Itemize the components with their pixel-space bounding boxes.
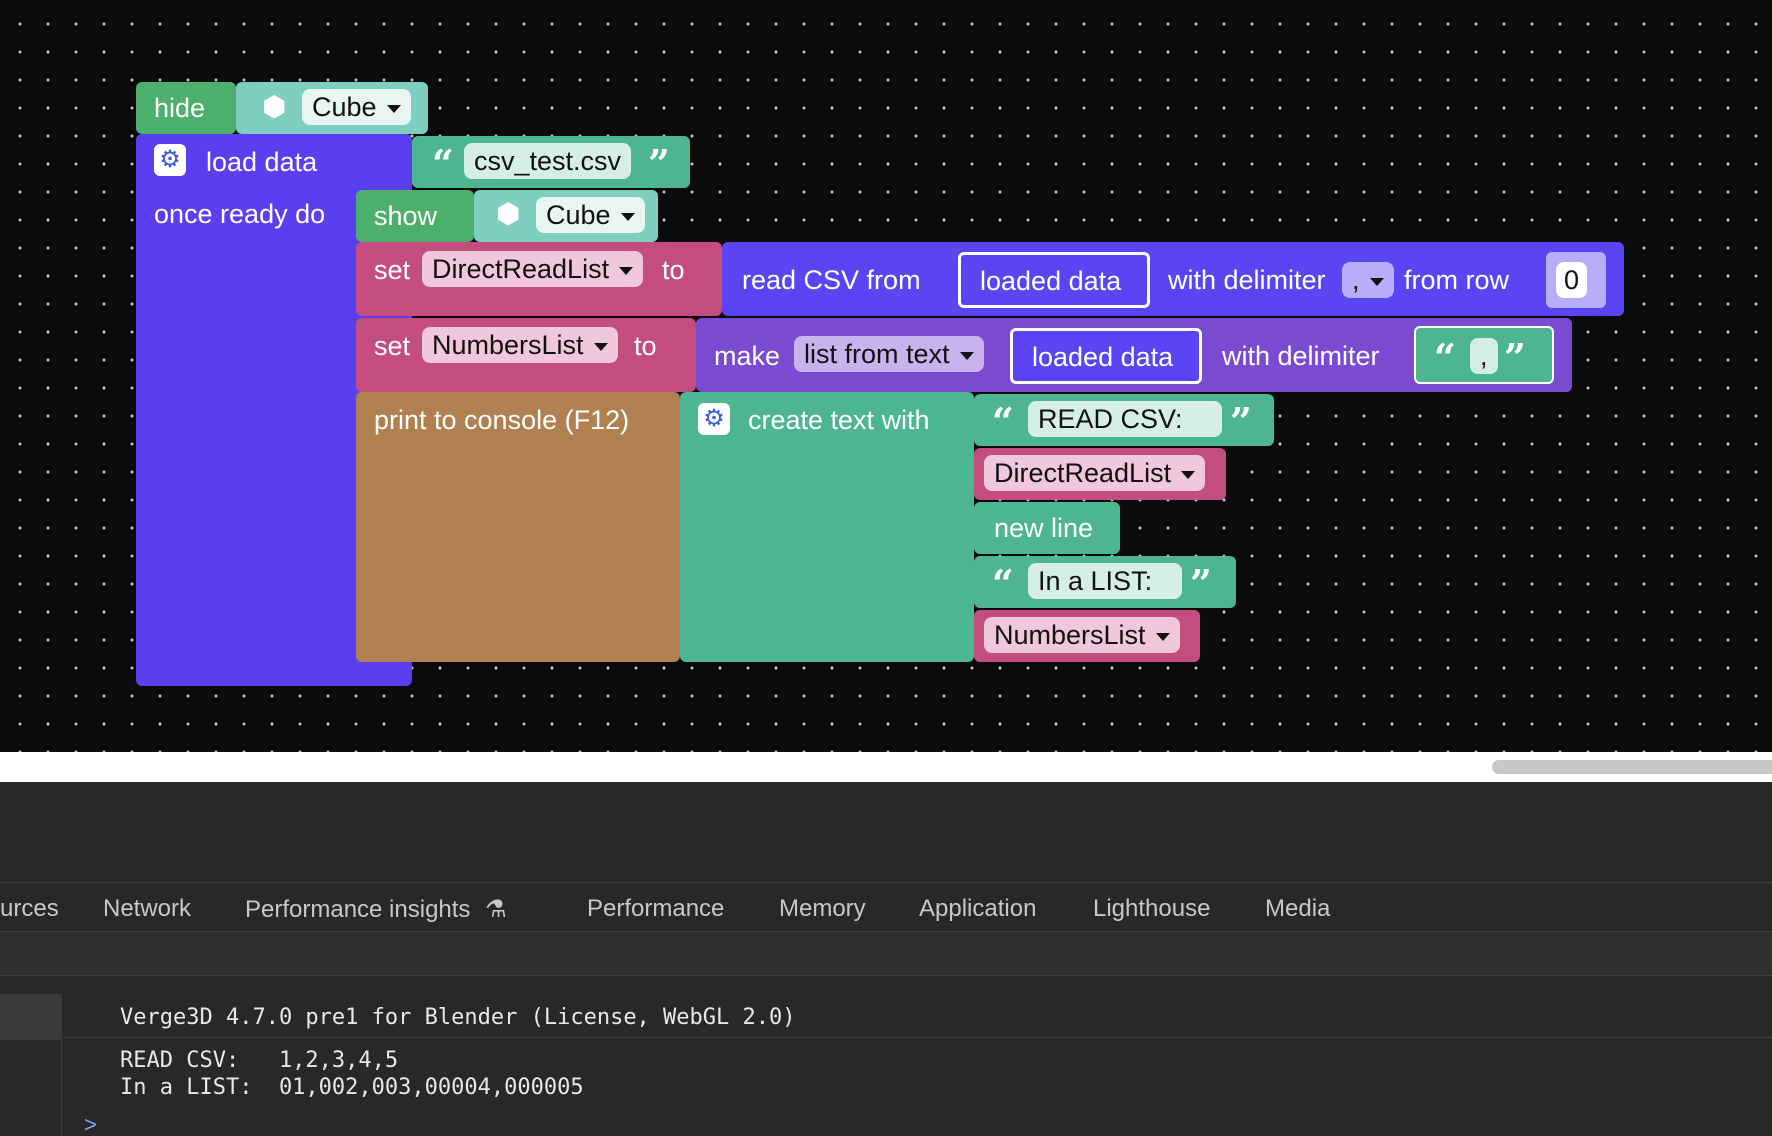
load-data-label: load data <box>206 147 318 177</box>
loaded-data-block[interactable] <box>1010 328 1202 384</box>
to-label: to <box>662 255 685 285</box>
console-divider <box>62 1037 1772 1038</box>
devtools-panel: urces Network Performance insights ⚗ Per… <box>0 782 1772 1136</box>
print-console-block[interactable] <box>356 392 680 662</box>
console-toolbar <box>0 932 1772 976</box>
tab-performance-insights-label: Performance insights <box>245 896 471 923</box>
in-a-list-text-field[interactable]: In a LIST: <box>1028 563 1182 599</box>
devtools-tab-bar: urces Network Performance insights ⚗ Per… <box>0 882 1772 932</box>
console-prompt-icon[interactable]: > <box>84 1112 97 1136</box>
print-console-label: print to console (F12) <box>374 405 630 435</box>
cube-icon: ⬢ <box>262 91 287 122</box>
open-quote: “ <box>992 399 1014 444</box>
read-csv-text-field[interactable]: READ CSV: <box>1028 401 1222 437</box>
console-message: In a LIST: 01,002,003,00004,000005 <box>120 1075 584 1100</box>
tab-sources[interactable]: urces <box>0 895 59 922</box>
console-sidebar <box>0 994 62 1136</box>
directreadlist-var-dropdown[interactable]: DirectReadList <box>422 251 644 287</box>
gear-icon[interactable]: ⚙ <box>154 144 186 176</box>
make-label: make <box>714 341 781 371</box>
close-quote: ” <box>1504 335 1526 380</box>
tab-memory[interactable]: Memory <box>779 895 866 922</box>
directreadlist-get-dropdown[interactable]: DirectReadList <box>984 455 1206 491</box>
cube-icon: ⬢ <box>496 198 521 229</box>
delimiter-field[interactable]: , <box>1470 338 1498 374</box>
with-delimiter-label: with delimiter <box>1222 341 1380 371</box>
tab-performance-insights[interactable]: Performance insights ⚗ <box>245 895 507 924</box>
show-block[interactable] <box>356 190 474 242</box>
hide-block-label: hide <box>154 93 206 123</box>
numberslist-get-dropdown[interactable]: NumbersList <box>984 617 1180 653</box>
to-label: to <box>634 331 657 361</box>
blockly-workspace[interactable]: hide ⬢ Cube ⚙ load data once ready do “ … <box>0 0 1772 752</box>
loaded-data-block[interactable] <box>958 252 1150 308</box>
list-mode-dropdown[interactable]: list from text <box>794 336 984 372</box>
numberslist-var-dropdown[interactable]: NumbersList <box>422 327 618 363</box>
loaded-data-label: loaded data <box>980 266 1122 296</box>
create-text-block[interactable] <box>680 392 974 662</box>
show-object-dropdown[interactable]: Cube <box>536 197 645 233</box>
set-label: set <box>374 255 411 285</box>
close-quote: ” <box>1190 561 1212 606</box>
row-number-field[interactable]: 0 <box>1556 262 1588 298</box>
open-quote: “ <box>432 141 454 186</box>
read-csv-label: read CSV from <box>742 265 921 295</box>
tab-application[interactable]: Application <box>919 895 1037 922</box>
hide-block[interactable] <box>136 82 236 134</box>
close-quote: ” <box>648 141 670 186</box>
console-message: Verge3D 4.7.0 pre1 for Blender (License,… <box>120 1005 796 1030</box>
hide-object-dropdown[interactable]: Cube <box>302 89 411 125</box>
scrollbar-thumb[interactable] <box>1492 760 1772 774</box>
close-quote: ” <box>1230 399 1252 444</box>
read-csv-block[interactable] <box>722 242 1624 316</box>
flask-icon: ⚗ <box>485 896 507 923</box>
tab-lighthouse[interactable]: Lighthouse <box>1093 895 1211 922</box>
with-delimiter-label: with delimiter <box>1168 265 1326 295</box>
tab-performance[interactable]: Performance <box>587 895 725 922</box>
delimiter-dropdown[interactable]: , <box>1342 262 1394 298</box>
console-message: READ CSV: 1,2,3,4,5 <box>120 1048 399 1073</box>
gear-icon[interactable]: ⚙ <box>698 403 730 435</box>
show-block-label: show <box>374 201 438 231</box>
filename-field[interactable]: csv_test.csv <box>464 143 632 179</box>
open-quote: “ <box>992 561 1014 606</box>
loaded-data-label: loaded data <box>1032 342 1174 372</box>
tab-media[interactable]: Media <box>1265 895 1331 922</box>
set-label: set <box>374 331 411 361</box>
from-row-label: from row <box>1404 265 1510 295</box>
new-line-block[interactable] <box>974 502 1120 554</box>
create-text-label: create text with <box>748 405 930 435</box>
open-quote: “ <box>1434 335 1456 380</box>
sidebar-selected-item[interactable] <box>0 994 62 1040</box>
new-line-label: new line <box>994 513 1094 543</box>
tab-network[interactable]: Network <box>103 895 192 922</box>
horizontal-scrollbar[interactable] <box>0 752 1772 782</box>
once-ready-label: once ready do <box>154 199 326 229</box>
